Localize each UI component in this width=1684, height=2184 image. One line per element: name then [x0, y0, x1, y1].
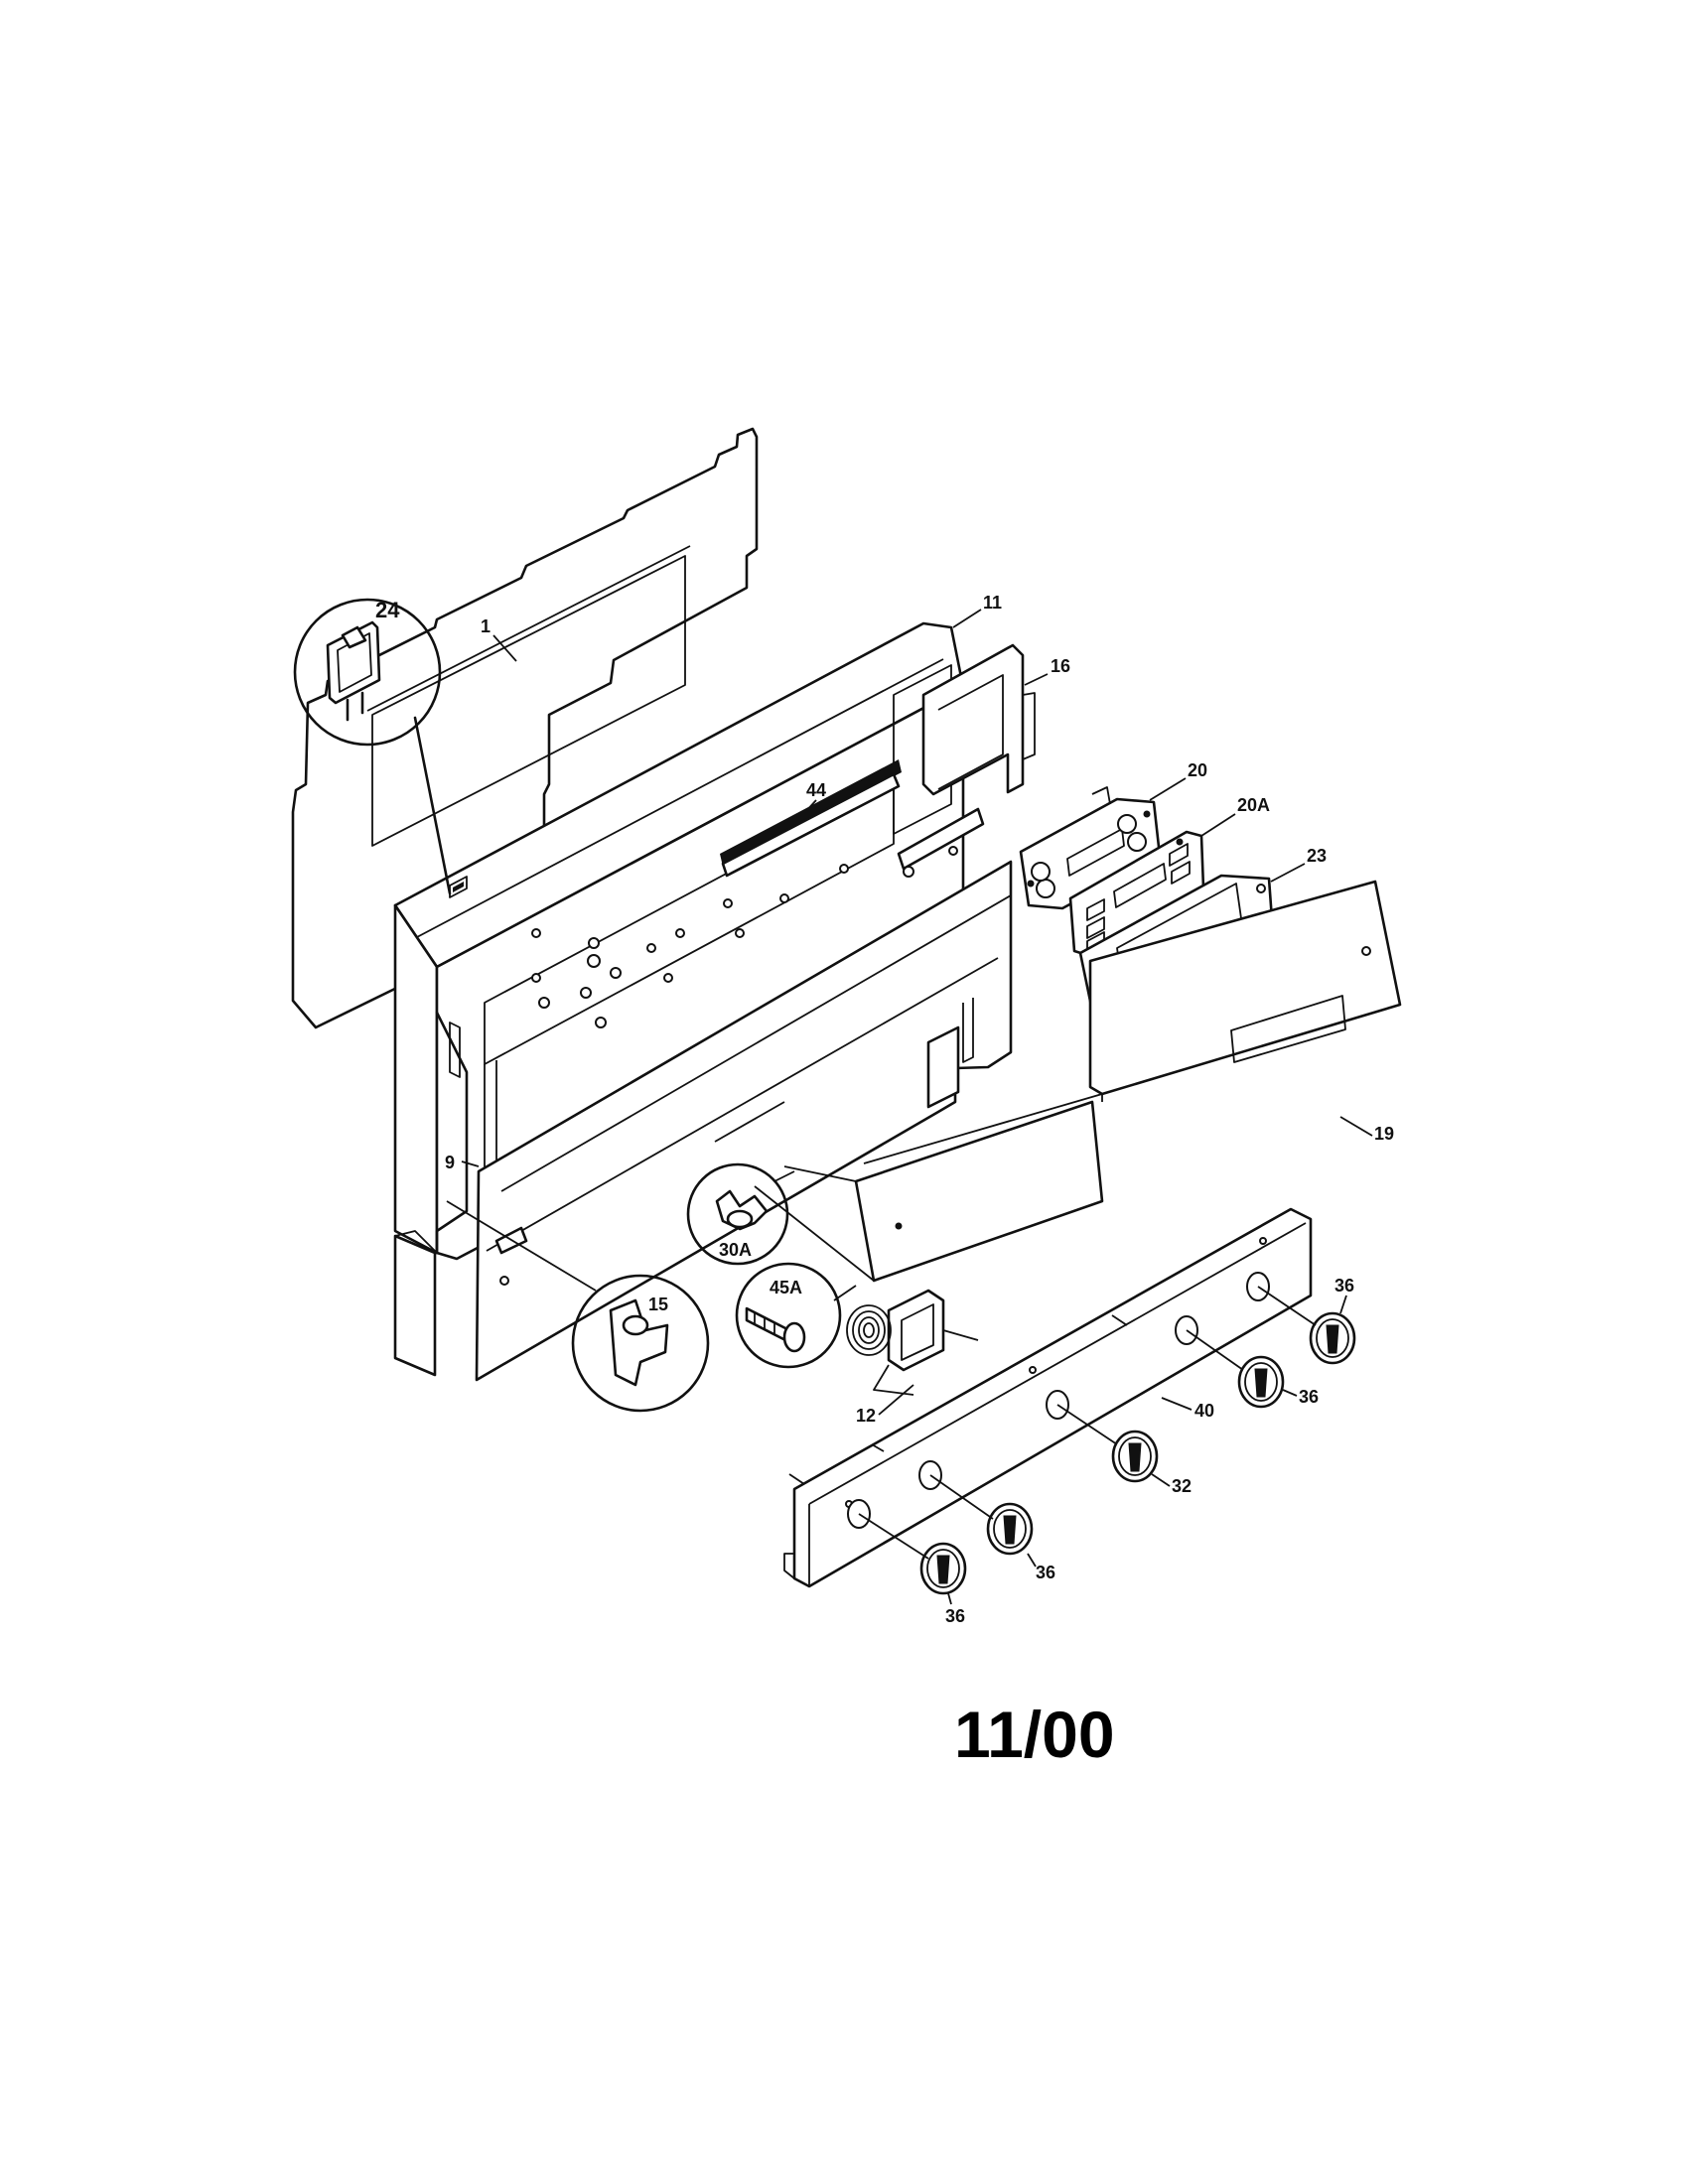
- detail-24-switch: [293, 598, 452, 895]
- callout-24: 24: [375, 598, 400, 622]
- rear-panel: [291, 427, 759, 1029]
- leader-9: [461, 1160, 480, 1167]
- detail-15-clip: [446, 1200, 710, 1413]
- callout-1: 1: [481, 616, 491, 636]
- callout-40: 40: [1194, 1401, 1214, 1421]
- callout-labels: 1 11 16 44 20 20A 23 19 9 12 40 32 36 36…: [375, 593, 1394, 1626]
- detail-45a-screw: [735, 1262, 857, 1369]
- trim-bracket: [921, 643, 1036, 796]
- callout-23: 23: [1307, 846, 1327, 866]
- callout-44: 44: [806, 780, 826, 800]
- knob-36-c[interactable]: [1237, 1355, 1285, 1409]
- knob-36-d[interactable]: [1309, 1311, 1356, 1365]
- control-housing: [393, 621, 965, 1261]
- control-overlay: [1068, 830, 1205, 957]
- callout-36-d: 36: [1334, 1276, 1354, 1296]
- knob-36-a[interactable]: [919, 1542, 967, 1595]
- callout-20a: 20A: [1237, 795, 1270, 815]
- callout-36-a: 36: [945, 1606, 965, 1626]
- wire-panel: [754, 1100, 1104, 1283]
- callout-16: 16: [1051, 656, 1070, 676]
- callout-11: 11: [983, 593, 1002, 613]
- callout-36-c: 36: [1299, 1387, 1319, 1407]
- knob-leaders: [858, 1286, 1317, 1560]
- callout-30a: 30A: [719, 1240, 752, 1260]
- callout-45a: 45A: [770, 1278, 802, 1297]
- knob-32[interactable]: [1111, 1430, 1159, 1483]
- front-panel: [475, 807, 1013, 1382]
- knob-36-b[interactable]: [986, 1502, 1034, 1556]
- control-rail: [783, 1207, 1313, 1588]
- filler-block: [393, 1230, 438, 1377]
- callout-12: 12: [856, 1406, 876, 1426]
- divider-strip: [721, 772, 901, 878]
- date-code: 11/00: [954, 1698, 1115, 1771]
- callout-9: 9: [445, 1153, 455, 1172]
- detail-30a-wing-nut: [686, 1162, 795, 1266]
- callout-20: 20: [1188, 760, 1207, 780]
- callout-36-b: 36: [1036, 1563, 1055, 1582]
- callout-15: 15: [648, 1295, 668, 1314]
- callout-32: 32: [1172, 1476, 1192, 1496]
- front-overlay: [863, 880, 1402, 1164]
- thermostat: [846, 1289, 979, 1396]
- callout-19: 19: [1374, 1124, 1394, 1144]
